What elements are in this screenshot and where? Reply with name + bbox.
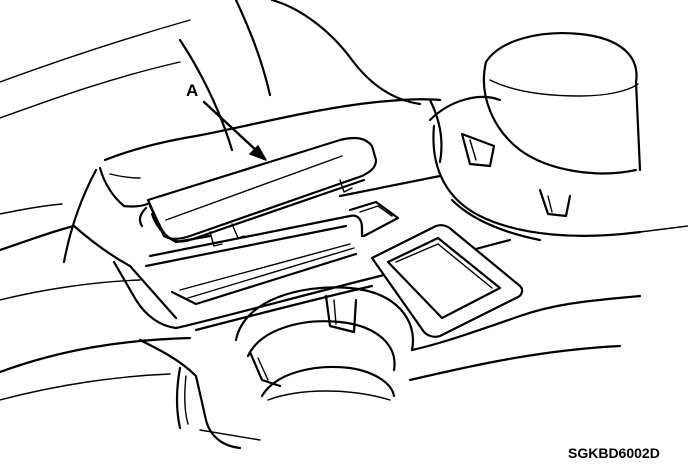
front-cup-holder — [234, 286, 415, 401]
console-background-lines — [0, 19, 192, 401]
rear-cup-holder — [428, 32, 688, 242]
coin-pocket — [370, 224, 524, 338]
console-body — [72, 98, 512, 332]
shift-boot — [62, 0, 442, 264]
callout-arrow — [202, 100, 267, 161]
console-lower — [138, 294, 642, 450]
storage-tray — [144, 200, 400, 306]
callout-label-a: A — [186, 81, 198, 100]
figure-code: SGKBD6002D — [568, 445, 660, 461]
